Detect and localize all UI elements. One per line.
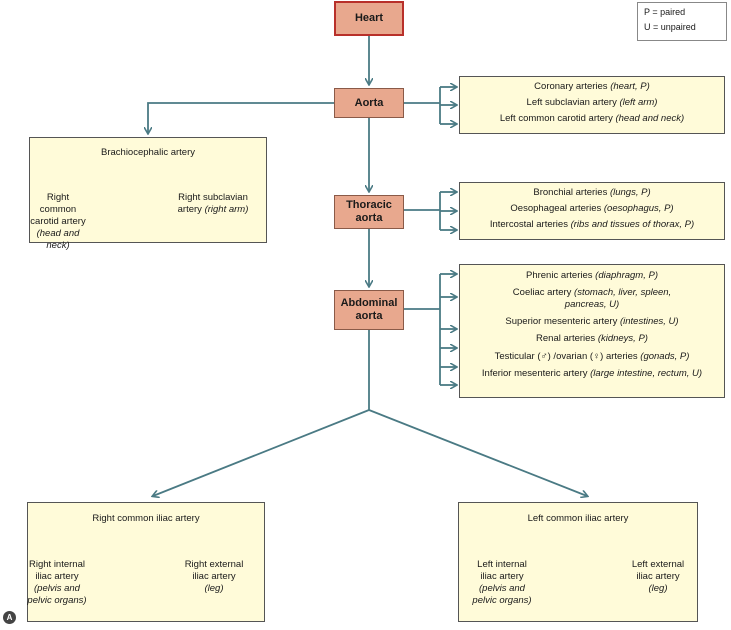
legend-paired: P = paired <box>644 7 686 17</box>
brachio-left-label: Right common carotid artery (head and ne… <box>30 192 86 251</box>
branch-item: Coeliac artery (stomach, liver, spleen, <box>512 286 672 298</box>
branch-item: Superior mesenteric artery (intestines, … <box>505 315 679 327</box>
right-internal-label: Right internal iliac artery (pelvis and … <box>27 559 87 606</box>
node-heart: Heart <box>334 1 404 36</box>
node-abdominal-aorta: Abdominal aorta <box>334 290 404 330</box>
abdominal-branches-box: Phrenic arteries (diaphragm, P) Coeliac … <box>459 264 725 398</box>
node-thoracic-aorta: Thoracic aorta <box>334 195 404 229</box>
node-aorta: Aorta <box>334 88 404 118</box>
node-thoracic-label: Thoracic aorta <box>346 199 392 224</box>
right-iliac-title: Right common iliac artery <box>92 513 200 524</box>
branch-item: Left common carotid artery (head and nec… <box>499 113 685 124</box>
branch-item: pancreas, U) <box>564 298 620 310</box>
panel-label-a: A <box>3 611 16 624</box>
legend-unpaired: U = unpaired <box>644 22 696 32</box>
node-abdominal-label: Abdominal aorta <box>340 297 398 322</box>
branch-item: Testicular (♂) /ovarian (♀) arteries (go… <box>494 350 690 362</box>
arrow-fork-left-iliac <box>368 409 587 496</box>
branch-item: Coronary arteries (heart, P) <box>534 81 650 92</box>
thoracic-branches-box: Bronchial arteries (lungs, P) Oesophagea… <box>459 182 725 240</box>
left-external-label: Left external iliac artery (leg) <box>631 559 685 594</box>
branch-item: Left subclavian artery (left arm) <box>526 97 658 108</box>
brachiocephalic-box: Brachiocephalic artery Right common caro… <box>29 137 267 251</box>
legend: P = paired U = unpaired <box>637 2 727 41</box>
node-heart-label: Heart <box>354 12 384 24</box>
arrow-aorta-brachio <box>148 102 334 133</box>
branch-item: Renal arteries (kidneys, P) <box>536 333 648 344</box>
branch-item: Oesophageal arteries (oesophagus, P) <box>510 203 674 214</box>
left-internal-label: Left internal iliac artery (pelvis and p… <box>472 559 532 606</box>
left-iliac-title: Left common iliac artery <box>527 513 629 524</box>
branch-item: Intercostal arteries (ribs and tissues o… <box>489 219 695 230</box>
node-aorta-label: Aorta <box>354 96 384 109</box>
branch-item: Phrenic arteries (diaphragm, P) <box>525 270 658 281</box>
arrow-fork-right-iliac <box>153 409 370 496</box>
aorta-branches-box: Coronary arteries (heart, P) Left subcla… <box>459 76 725 134</box>
brachio-title: Brachiocephalic artery <box>101 147 195 158</box>
branch-item: Inferior mesenteric artery (large intest… <box>481 368 703 379</box>
branch-item: Bronchial arteries (lungs, P) <box>533 187 651 198</box>
brachio-right-label: Right subclavian artery (right arm) <box>177 192 249 215</box>
right-common-iliac-box: Right common iliac artery Right internal… <box>27 502 265 622</box>
left-common-iliac-box: Left common iliac artery Left internal i… <box>458 502 698 622</box>
right-external-label: Right external iliac artery (leg) <box>184 559 244 594</box>
